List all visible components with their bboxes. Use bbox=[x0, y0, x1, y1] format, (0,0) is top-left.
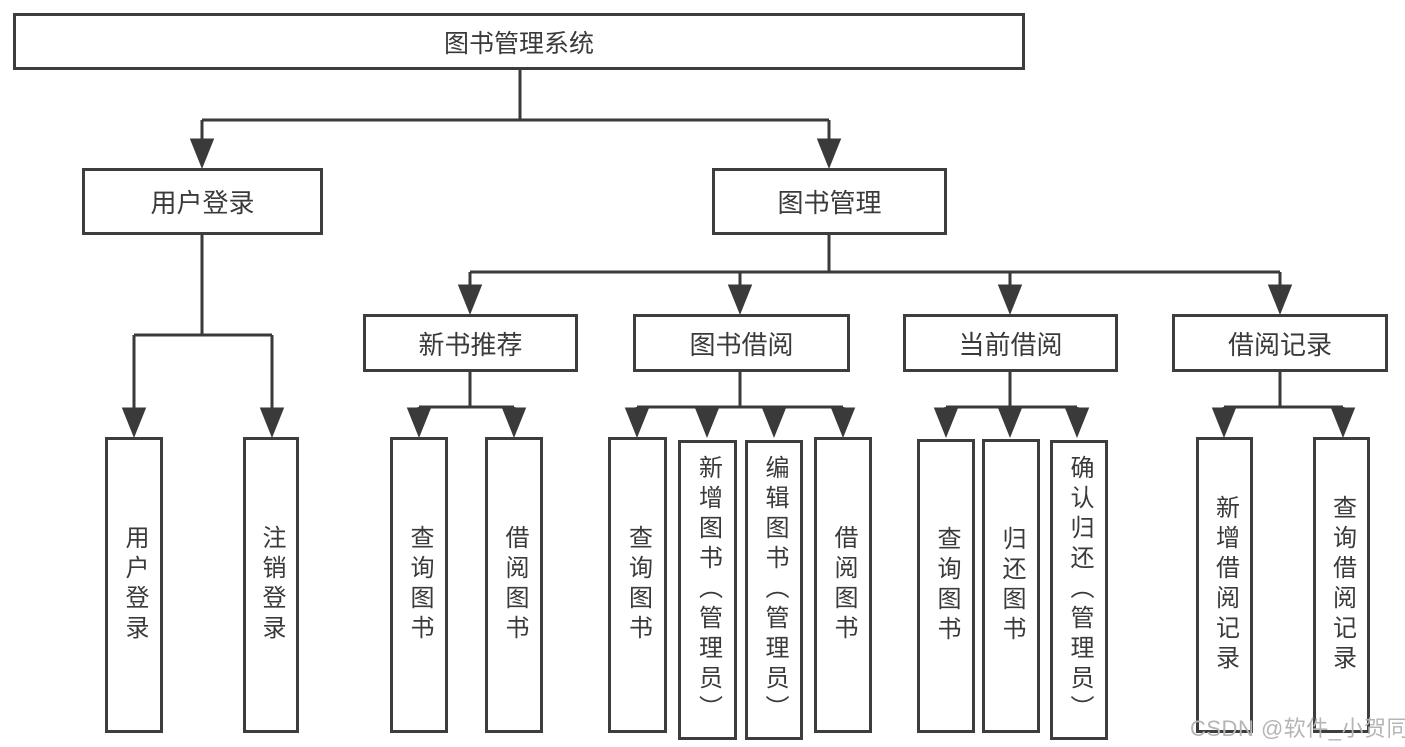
node-label: 确认归还（管理员） bbox=[1066, 455, 1093, 725]
node-leaf-query-borrow-record: 查询借阅记录 bbox=[1313, 437, 1370, 733]
arrow-down-icon bbox=[816, 138, 842, 170]
arrow-down-icon bbox=[1267, 284, 1293, 316]
node-label: 借阅记录 bbox=[1227, 329, 1332, 360]
node-label: 注销登录 bbox=[258, 525, 285, 645]
arrow-down-icon bbox=[406, 407, 432, 439]
node-leaf-query-books: 查询图书 bbox=[390, 437, 448, 733]
arrow-down-icon bbox=[624, 407, 650, 439]
node-label: 新书推荐 bbox=[418, 329, 523, 360]
node-leaf-return-books: 归还图书 bbox=[982, 439, 1040, 733]
node-label: 查询借阅记录 bbox=[1328, 495, 1356, 675]
arrow-down-icon bbox=[997, 284, 1023, 316]
arrow-down-icon bbox=[1330, 407, 1356, 439]
node-leaf-confirm-return-admin: 确认归还（管理员） bbox=[1050, 440, 1108, 740]
node-leaf-user-login: 用户登录 bbox=[105, 437, 163, 733]
node-label: 查询图书 bbox=[933, 526, 960, 646]
watermark: CSDN @软件_小贺同学 bbox=[1190, 716, 1405, 741]
node-label: 图书借阅 bbox=[689, 329, 794, 360]
arrow-down-icon bbox=[727, 284, 753, 316]
arrow-down-icon bbox=[761, 407, 787, 439]
arrow-down-icon bbox=[933, 407, 959, 439]
arrow-down-icon bbox=[1064, 407, 1090, 439]
node-book-borrow: 图书借阅 bbox=[633, 314, 850, 372]
node-leaf-add-borrow-record: 新增借阅记录 bbox=[1196, 437, 1253, 733]
node-leaf-query-books: 查询图书 bbox=[917, 439, 975, 733]
arrow-down-icon bbox=[694, 407, 720, 439]
node-label: 图书管理 bbox=[777, 188, 882, 218]
node-leaf-query-books: 查询图书 bbox=[608, 437, 667, 733]
node-label: 用户登录 bbox=[121, 525, 148, 645]
arrow-down-icon bbox=[997, 407, 1023, 439]
arrow-down-icon bbox=[1211, 407, 1237, 439]
node-label: 借阅图书 bbox=[501, 525, 528, 645]
node-label: 归还图书 bbox=[998, 526, 1025, 646]
node-leaf-logout: 注销登录 bbox=[243, 437, 299, 733]
arrow-down-icon bbox=[189, 138, 215, 170]
arrow-down-icon bbox=[501, 407, 527, 439]
node-new-book-recommend: 新书推荐 bbox=[363, 314, 578, 372]
node-label: 借阅图书 bbox=[830, 525, 857, 645]
node-book-management: 图书管理 bbox=[712, 168, 947, 235]
node-label: 查询图书 bbox=[406, 525, 433, 645]
node-leaf-add-books-admin: 新增图书（管理员） bbox=[678, 440, 737, 740]
node-label: 编辑图书（管理员） bbox=[761, 455, 788, 725]
node-label: 新增图书（管理员） bbox=[694, 455, 722, 725]
node-leaf-edit-books-admin: 编辑图书（管理员） bbox=[745, 440, 803, 740]
node-label: 新增借阅记录 bbox=[1211, 495, 1239, 675]
arrow-down-icon bbox=[457, 284, 483, 316]
node-label: 当前借阅 bbox=[958, 329, 1063, 360]
node-label: 图书管理系统 bbox=[443, 29, 594, 58]
node-label: 用户登录 bbox=[150, 188, 255, 218]
node-current-borrow: 当前借阅 bbox=[903, 314, 1118, 372]
arrow-down-icon bbox=[830, 407, 856, 439]
arrow-down-icon bbox=[259, 407, 285, 439]
node-library-management-system: 图书管理系统 bbox=[13, 13, 1025, 70]
node-leaf-borrow-books: 借阅图书 bbox=[814, 437, 872, 733]
arrow-down-icon bbox=[121, 407, 147, 439]
node-label: 查询图书 bbox=[624, 525, 652, 645]
node-borrow-records: 借阅记录 bbox=[1172, 314, 1388, 372]
node-user-login: 用户登录 bbox=[82, 168, 323, 235]
node-leaf-borrow-books: 借阅图书 bbox=[485, 437, 543, 733]
